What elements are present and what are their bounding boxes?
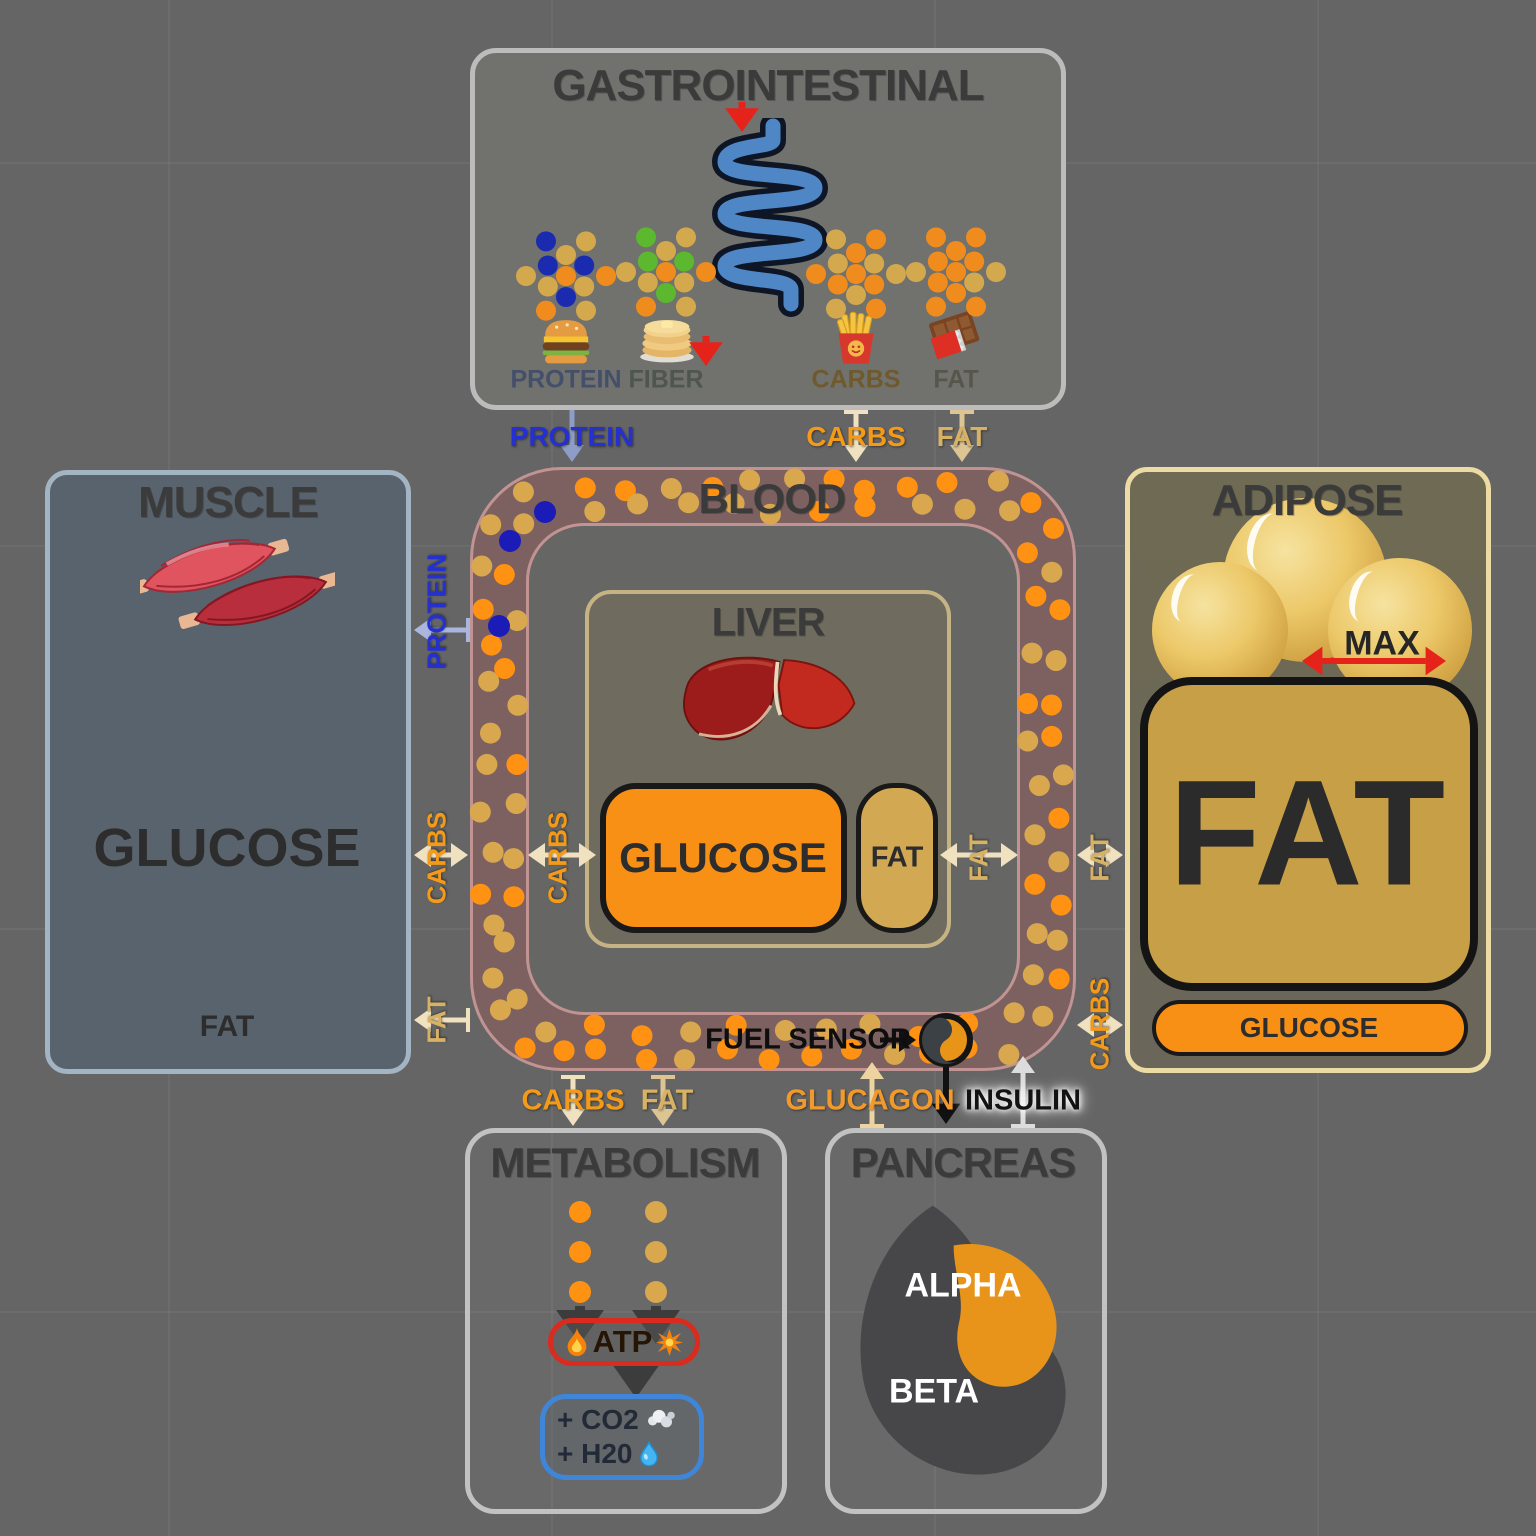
liver-glucose-box [600, 783, 847, 933]
burst-icon [656, 1328, 684, 1356]
gi-food-label-fiber: FIBER [628, 365, 704, 394]
muscle-glucose-label: GLUCOSE [93, 818, 361, 878]
burger-icon [542, 320, 590, 364]
fire-icon [567, 1327, 587, 1357]
fat-adipose-outer-label: FAT [1084, 834, 1115, 882]
h2o-label: + H20 [557, 1438, 633, 1469]
blood-title: BLOOD [698, 475, 847, 522]
intestine-icon [712, 118, 828, 317]
carbs-muscle-outer-label: CARBS [421, 811, 452, 905]
fries-icon [836, 311, 874, 364]
yin-yang-icon [919, 1013, 973, 1067]
flow-carbs-down-label: CARBS [806, 421, 906, 452]
pancakes-icon [640, 320, 694, 363]
pancreas-alpha-label: ALPHA [904, 1266, 1022, 1305]
adipose-fat-store [1140, 677, 1478, 991]
flow-fat-down-label: FAT [936, 421, 988, 452]
carbs-to-metabolism-label: CARBS [521, 1084, 625, 1117]
gi-title: GASTROINTESTINAL [552, 61, 984, 110]
co2-label: + CO2 [557, 1404, 639, 1435]
muscle-fat-label: FAT [199, 1010, 255, 1043]
atp-box: ATP [548, 1318, 700, 1366]
protein-to-muscle-label: PROTEIN [421, 554, 452, 670]
adipose-fat-label: FAT [1168, 748, 1448, 917]
liver-fat-label: FAT [870, 841, 924, 874]
chocolate-icon [929, 311, 980, 360]
pancreas-title: PANCREAS [850, 1139, 1077, 1186]
co2-h2o-box: + CO2 + H20 [540, 1394, 704, 1480]
atp-label: ATP [592, 1324, 653, 1359]
liver-title: LIVER [711, 600, 826, 645]
pancreas-panel [825, 1128, 1107, 1514]
fat-liver-inner-label: FAT [963, 834, 994, 882]
wind-icon [647, 1409, 675, 1428]
fuel-sensor-label: FUEL SENSOR [705, 1023, 911, 1056]
adipose-max-label: MAX [1344, 624, 1420, 663]
pancreas-beta-label: BETA [888, 1372, 980, 1411]
metabolism-title: METABOLISM [490, 1139, 760, 1186]
carbs-liver-inner-label: CARBS [542, 811, 573, 905]
liver-fat-box [856, 783, 938, 933]
gi-food-label-protein: PROTEIN [510, 365, 622, 394]
insulin-label: INSULIN [965, 1084, 1081, 1117]
carbs-adipose-label: CARBS [1084, 977, 1115, 1071]
adipose-glucose-label: GLUCOSE [1239, 1012, 1379, 1043]
glucagon-label: GLUCAGON [785, 1084, 955, 1117]
flow-protein-down-label: PROTEIN [509, 421, 635, 452]
fat-to-metabolism-label: FAT [640, 1084, 694, 1117]
pancreas-islet-icon [860, 1205, 1066, 1475]
gi-food-label-fat: FAT [933, 365, 979, 394]
fat-cell-icon [1152, 562, 1288, 698]
fat-to-muscle-label: FAT [421, 996, 452, 1044]
adipose-glucose-box [1152, 1000, 1468, 1056]
metabolism-panel [465, 1128, 787, 1514]
gi-food-label-carbs: CARBS [811, 365, 901, 394]
liver-glucose-label: GLUCOSE [619, 834, 827, 881]
adipose-panel [1125, 467, 1491, 1073]
liver-icon [683, 656, 856, 741]
muscle-title: MUSCLE [138, 478, 319, 527]
adipose-title: ADIPOSE [1211, 476, 1403, 525]
muscle-icon [140, 538, 335, 629]
droplet-icon [639, 1440, 658, 1467]
